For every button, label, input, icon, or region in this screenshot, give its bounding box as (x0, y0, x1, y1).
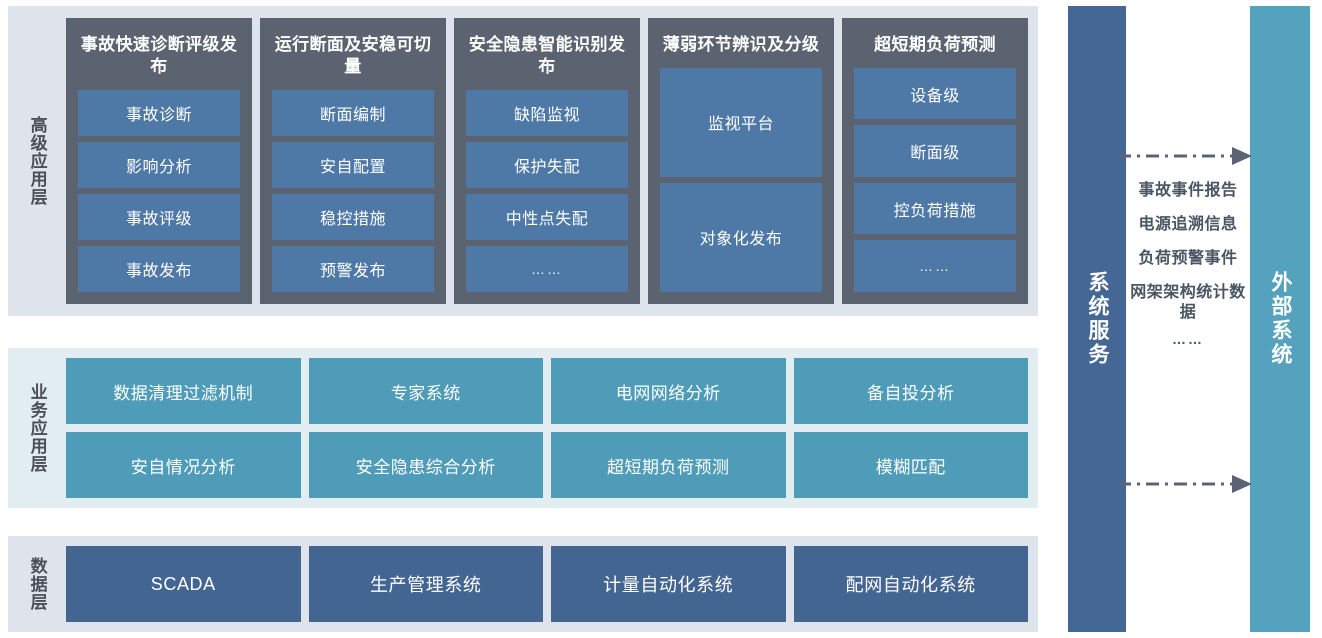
data-item[interactable]: 生产管理系统 (308, 546, 543, 622)
data-item[interactable]: 计量自动化系统 (551, 546, 786, 622)
advanced-item[interactable]: 影响分析 (78, 141, 240, 188)
advanced-column-title: 运行断面及安稳可切量 (274, 35, 432, 76)
business-item[interactable]: 备自投分析 (793, 358, 1028, 424)
advanced-column-hazard-identification[interactable]: 安全隐患智能识别发布 缺陷监视 保护失配 中性点失配 …… (454, 18, 640, 304)
advanced-item-ellipsis[interactable]: …… (466, 245, 628, 292)
data-items-grid: SCADA 生产管理系统 计量自动化系统 配网自动化系统 (66, 546, 1030, 622)
system-service-label: 系统服务 (1086, 271, 1110, 367)
business-item[interactable]: 数据清理过滤机制 (66, 358, 301, 424)
flow-arrow-top-icon (1118, 145, 1254, 167)
business-items-grid: 数据清理过滤机制 专家系统 电网网络分析 备自投分析 安自情况分析 安全隐患综合… (66, 358, 1030, 498)
flow-arrow-bottom-icon (1118, 473, 1254, 495)
advanced-item[interactable]: 安自配置 (272, 141, 434, 188)
advanced-column-items: 断面编制 安自配置 稳控措施 预警发布 (272, 89, 434, 292)
advanced-column-title: 超短期负荷预测 (874, 35, 996, 54)
flow-label-ellipsis: …… (1172, 331, 1204, 347)
advanced-column-section-stability[interactable]: 运行断面及安稳可切量 断面编制 安自配置 稳控措施 预警发布 (260, 18, 446, 304)
flow-label-list: 事故事件报告 电源追溯信息 负荷预警事件 网架架构统计数据 …… (1126, 181, 1250, 349)
advanced-item-ellipsis[interactable]: …… (854, 240, 1016, 292)
external-system-bar[interactable]: 外部系统 (1250, 6, 1310, 632)
business-item[interactable]: 模糊匹配 (793, 432, 1028, 498)
advanced-item[interactable]: 预警发布 (272, 245, 434, 292)
advanced-column-fault-diagnosis[interactable]: 事故快速诊断评级发布 事故诊断 影响分析 事故评级 事故发布 (66, 18, 252, 304)
advanced-item[interactable]: 控负荷措施 (854, 182, 1016, 235)
architecture-stack: 高级应用层 事故快速诊断评级发布 事故诊断 影响分析 事故评级 事故发布 运行断… (8, 0, 1038, 638)
advanced-item[interactable]: 断面编制 (272, 89, 434, 136)
advanced-item[interactable]: 中性点失配 (466, 193, 628, 240)
advanced-item[interactable]: 事故发布 (78, 245, 240, 292)
business-item[interactable]: 安全隐患综合分析 (308, 432, 543, 498)
advanced-item[interactable]: 事故评级 (78, 193, 240, 240)
business-item[interactable]: 安自情况分析 (66, 432, 301, 498)
advanced-item[interactable]: 事故诊断 (78, 89, 240, 136)
advanced-column-items: 设备级 断面级 控负荷措施 …… (854, 67, 1016, 292)
flow-label: 网架架构统计数据 (1130, 284, 1246, 321)
advanced-column-title: 薄弱环节辨识及分级 (662, 35, 820, 54)
advanced-item[interactable]: 设备级 (854, 67, 1016, 120)
flow-label: 电源追溯信息 (1138, 216, 1238, 233)
advanced-column-weak-link[interactable]: 薄弱环节辨识及分级 监视平台 对象化发布 (648, 18, 834, 304)
advanced-columns: 事故快速诊断评级发布 事故诊断 影响分析 事故评级 事故发布 运行断面及安稳可切… (66, 18, 1030, 304)
layer-business-application: 业务应用层 数据清理过滤机制 专家系统 电网网络分析 备自投分析 安自情况分析 … (8, 348, 1038, 508)
advanced-column-title: 安全隐患智能识别发布 (468, 35, 626, 76)
system-service-bar[interactable]: 系统服务 (1068, 6, 1126, 632)
flow-label: 负荷预警事件 (1138, 250, 1238, 267)
advanced-column-title: 事故快速诊断评级发布 (80, 35, 238, 76)
flow-area: 事故事件报告 电源追溯信息 负荷预警事件 网架架构统计数据 …… (1118, 6, 1252, 632)
advanced-item[interactable]: 稳控措施 (272, 193, 434, 240)
flow-label: 事故事件报告 (1138, 182, 1238, 199)
advanced-item[interactable]: 缺陷监视 (466, 89, 628, 136)
layer-label-advanced: 高级应用层 (27, 116, 47, 206)
advanced-column-load-forecast[interactable]: 超短期负荷预测 设备级 断面级 控负荷措施 …… (842, 18, 1028, 304)
advanced-item[interactable]: 保护失配 (466, 141, 628, 188)
layer-label-business: 业务应用层 (27, 383, 47, 473)
advanced-column-items: 事故诊断 影响分析 事故评级 事故发布 (78, 89, 240, 292)
advanced-item[interactable]: 监视平台 (660, 67, 822, 177)
business-item[interactable]: 电网网络分析 (551, 358, 786, 424)
business-item[interactable]: 超短期负荷预测 (551, 432, 786, 498)
advanced-item[interactable]: 对象化发布 (660, 182, 822, 292)
layer-data: 数据层 SCADA 生产管理系统 计量自动化系统 配网自动化系统 (8, 536, 1038, 632)
external-system-label: 外部系统 (1269, 271, 1293, 367)
data-item[interactable]: 配网自动化系统 (793, 546, 1028, 622)
business-item[interactable]: 专家系统 (308, 358, 543, 424)
layer-label-data: 数据层 (27, 557, 47, 611)
advanced-item[interactable]: 断面级 (854, 125, 1016, 177)
data-item[interactable]: SCADA (66, 546, 301, 622)
layer-advanced-application: 高级应用层 事故快速诊断评级发布 事故诊断 影响分析 事故评级 事故发布 运行断… (8, 6, 1038, 316)
advanced-column-items: 监视平台 对象化发布 (660, 67, 822, 292)
advanced-column-items: 缺陷监视 保护失配 中性点失配 …… (466, 89, 628, 292)
